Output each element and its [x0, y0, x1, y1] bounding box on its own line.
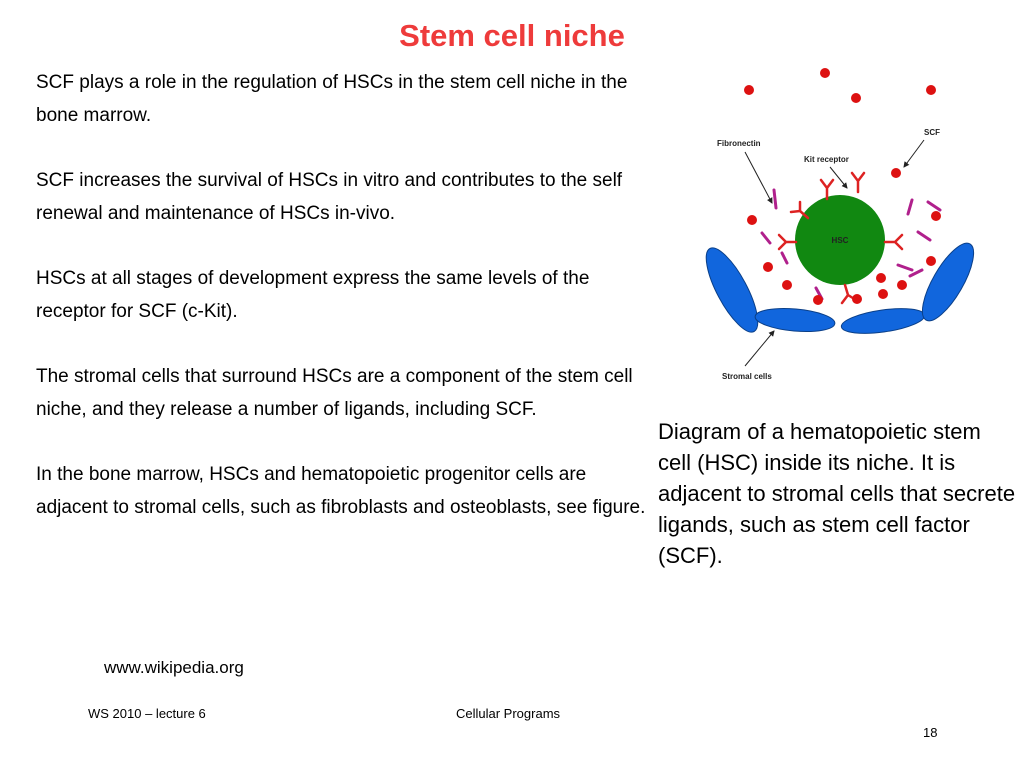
fibronectin — [760, 231, 772, 245]
slide-title: Stem cell niche — [399, 18, 625, 53]
fibronectin — [780, 251, 789, 265]
footer-lecture: WS 2010 – lecture 6 — [88, 706, 206, 721]
figure-caption: Diagram of a hematopoietic stem cell (HS… — [658, 419, 1016, 568]
scf-dot — [763, 262, 773, 272]
scf-dot — [876, 273, 886, 283]
scf-dot — [931, 211, 941, 221]
stromal-cells-label: Stromal cells — [722, 372, 772, 381]
fibronectin — [772, 188, 778, 210]
paragraph: SCF increases the survival of HSCs in vi… — [36, 170, 623, 224]
scf-dot — [851, 93, 861, 103]
kit-receptor — [883, 233, 904, 251]
fibronectin — [926, 200, 942, 212]
kit-receptor — [850, 171, 866, 194]
paragraph: In the bone marrow, HSCs and hematopoiet… — [36, 464, 646, 518]
fibronectin-label: Fibronectin — [717, 139, 761, 148]
stromal-cell — [754, 308, 836, 332]
stromal-cells — [705, 242, 975, 334]
hsc-cell — [795, 195, 885, 285]
scf-dot — [782, 280, 792, 290]
kit-receptor-arrow — [829, 166, 848, 189]
scf-dot — [878, 289, 888, 299]
scf-dot — [813, 295, 823, 305]
fibronectin — [896, 263, 914, 272]
fibronectin-strands — [760, 188, 942, 301]
scf-dot — [747, 215, 757, 225]
stem-cell-niche-diagram: HSC Fibronecti — [705, 68, 975, 381]
kit-receptor — [789, 200, 810, 220]
fibronectin — [908, 268, 924, 278]
footer-course: Cellular Programs — [456, 706, 561, 721]
scf-dot — [852, 294, 862, 304]
fibronectin-arrow — [744, 151, 773, 204]
paragraph: The stromal cells that surround HSCs are… — [36, 366, 633, 420]
scf-dot — [891, 168, 901, 178]
stromal-cell — [840, 308, 926, 334]
hsc-label: HSC — [832, 236, 849, 245]
page-number: 18 — [923, 725, 938, 740]
scf-label: SCF — [924, 128, 940, 137]
fibronectin — [916, 230, 932, 242]
scf-dot — [926, 85, 936, 95]
kit-receptor — [819, 178, 835, 201]
kit-receptor — [777, 233, 798, 251]
scf-arrow — [903, 139, 925, 168]
stromal-cell — [705, 247, 759, 333]
scf-dot — [926, 256, 936, 266]
stromal-cell — [921, 242, 975, 322]
stromal-cells-arrow — [744, 330, 775, 367]
fibronectin — [906, 198, 914, 216]
scf-dot — [744, 85, 754, 95]
scf-molecules — [744, 68, 941, 305]
paragraph: SCF plays a role in the regulation of HS… — [36, 72, 628, 126]
source-link[interactable]: www.wikipedia.org — [104, 658, 244, 677]
kit-receptor-label: Kit receptor — [804, 155, 849, 164]
paragraph: HSCs at all stages of development expres… — [36, 268, 590, 322]
scf-dot — [897, 280, 907, 290]
scf-dot — [820, 68, 830, 78]
body-text: SCF plays a role in the regulation of HS… — [36, 66, 646, 556]
